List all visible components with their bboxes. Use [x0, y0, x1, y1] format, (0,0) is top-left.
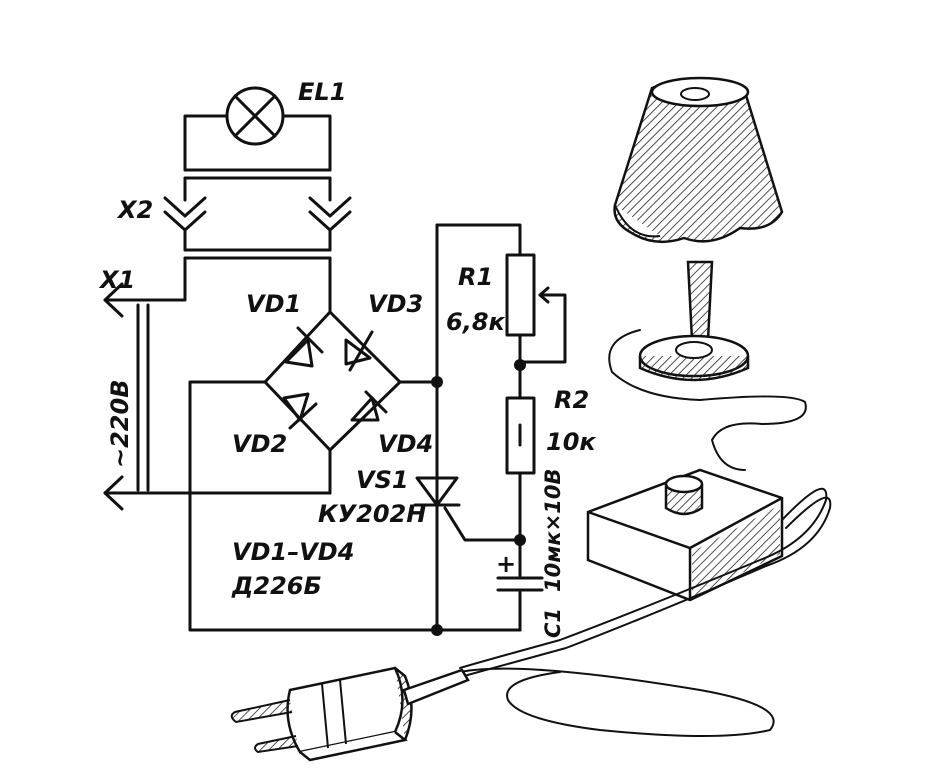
table-lamp-illustration — [608, 76, 807, 471]
diode-vd2 — [282, 392, 318, 430]
x1-label: X1 — [98, 266, 135, 294]
r1-label: R1 — [458, 263, 493, 291]
vs1-label: VS1 — [356, 466, 409, 494]
connector-x1 — [103, 256, 332, 511]
resistor-r1 — [505, 253, 567, 371]
c1-value-label: 10мк×10В — [541, 469, 565, 592]
capacitor-c1 — [496, 538, 544, 632]
vd4-label: VD4 — [378, 430, 433, 458]
r2-label: R2 — [554, 386, 589, 414]
diode-vd1 — [284, 326, 324, 368]
vs1-type-label: КУ202Н — [318, 500, 426, 528]
diodes-range-label: VD1–VD4 — [232, 538, 354, 566]
resistor-r2 — [505, 363, 536, 546]
connector-x2 — [163, 168, 352, 260]
c1-plus-label: + — [496, 550, 516, 578]
thyristor-vs1 — [413, 476, 522, 542]
vd3-label: VD3 — [368, 290, 423, 318]
c1-name-label: C1 — [541, 608, 565, 638]
diodes-type-label: Д226Б — [231, 572, 322, 600]
vd1-label: VD1 — [246, 290, 301, 318]
mains-voltage-label: ~220В — [106, 380, 134, 469]
vd2-label: VD2 — [232, 430, 287, 458]
diode-vd4 — [350, 390, 388, 422]
dimmer-box-illustration — [459, 468, 832, 737]
lamp-el1-symbol — [183, 86, 332, 172]
r1-value-label: 6,8к — [446, 308, 506, 336]
mains-plug-illustration — [230, 666, 470, 762]
r2-value-label: 10к — [546, 428, 596, 456]
lamp-label: EL1 — [298, 78, 346, 106]
x2-label: X2 — [116, 196, 153, 224]
dc-bus — [431, 223, 522, 636]
diode-vd3 — [344, 330, 374, 372]
